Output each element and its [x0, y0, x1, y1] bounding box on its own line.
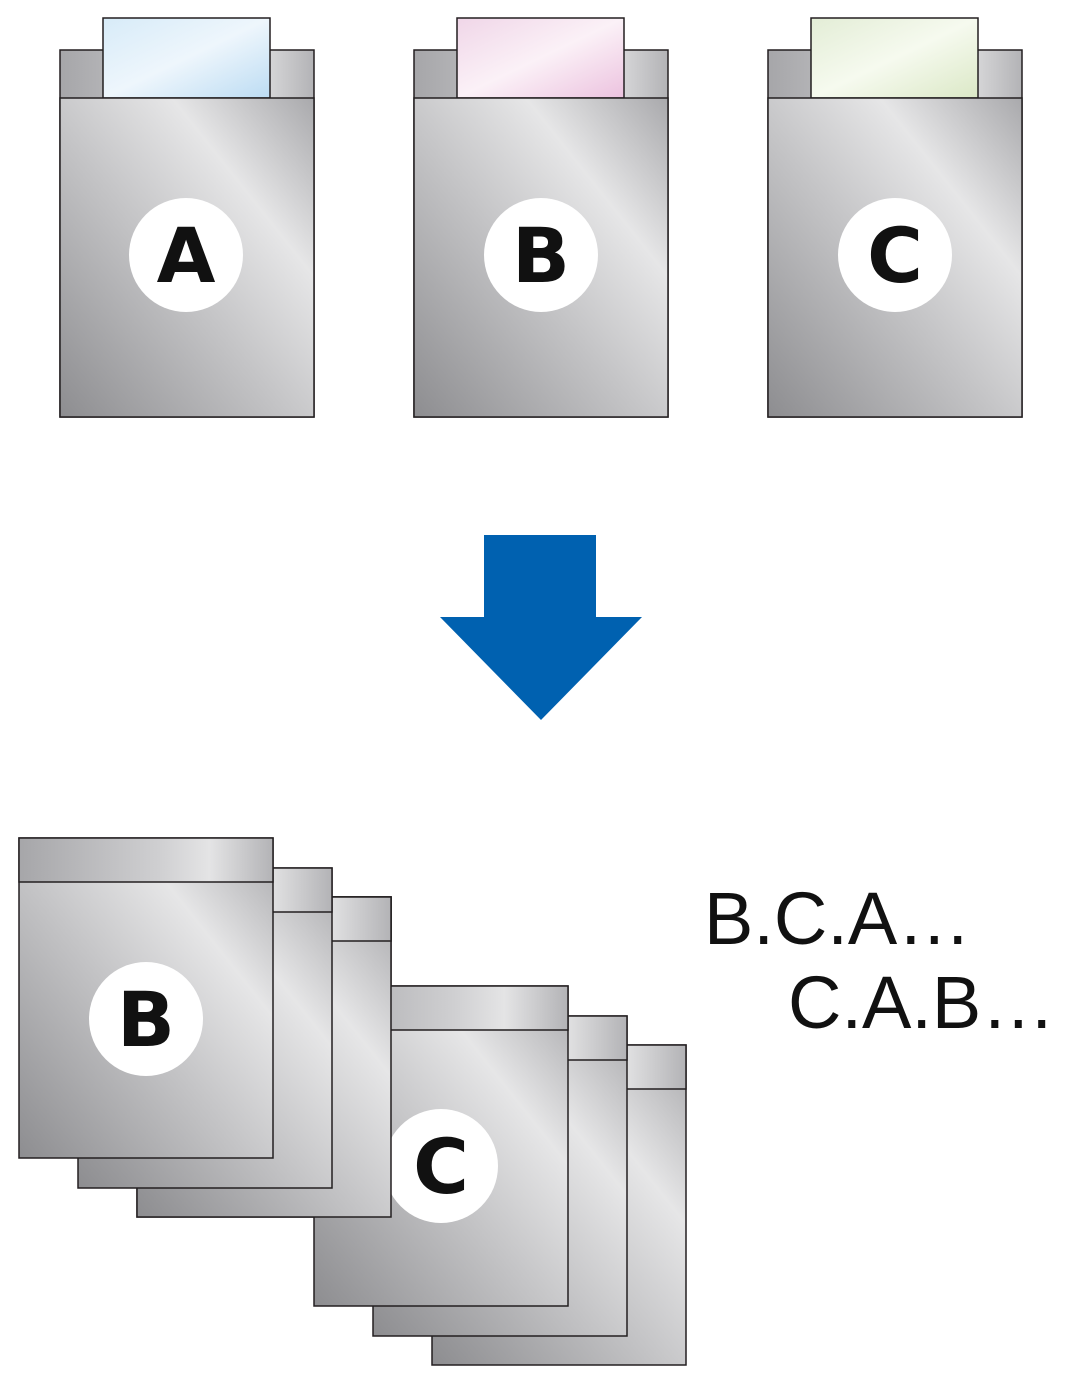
folder-a-label: A: [157, 211, 216, 300]
folder-c-label: C: [867, 211, 923, 300]
folder-c: C: [767, 17, 1023, 418]
down-arrow-icon: [440, 535, 642, 720]
folder-b-badge: [484, 198, 598, 312]
stack-sheet-b-front: [18, 837, 274, 1159]
stack-b-label: B: [117, 975, 175, 1064]
sequence-line-1: B.C.A…: [704, 877, 971, 960]
folder-c-badge: [838, 198, 952, 312]
sheet-stack: C B: [18, 837, 687, 1366]
folder-a-card-tab: [102, 17, 271, 99]
folder-c-card-tab: [810, 17, 979, 99]
folder-b: B: [413, 17, 669, 418]
folder-a-badge: [129, 198, 243, 312]
folder-b-label: B: [512, 211, 570, 300]
stack-b-badge: [89, 962, 203, 1076]
folder-a: A: [59, 17, 315, 418]
stack-c-label: C: [413, 1122, 469, 1211]
folder-b-card-tab: [456, 17, 625, 99]
stack-c-badge: [384, 1109, 498, 1223]
sequence-line-2: C.A.B…: [788, 961, 1055, 1044]
